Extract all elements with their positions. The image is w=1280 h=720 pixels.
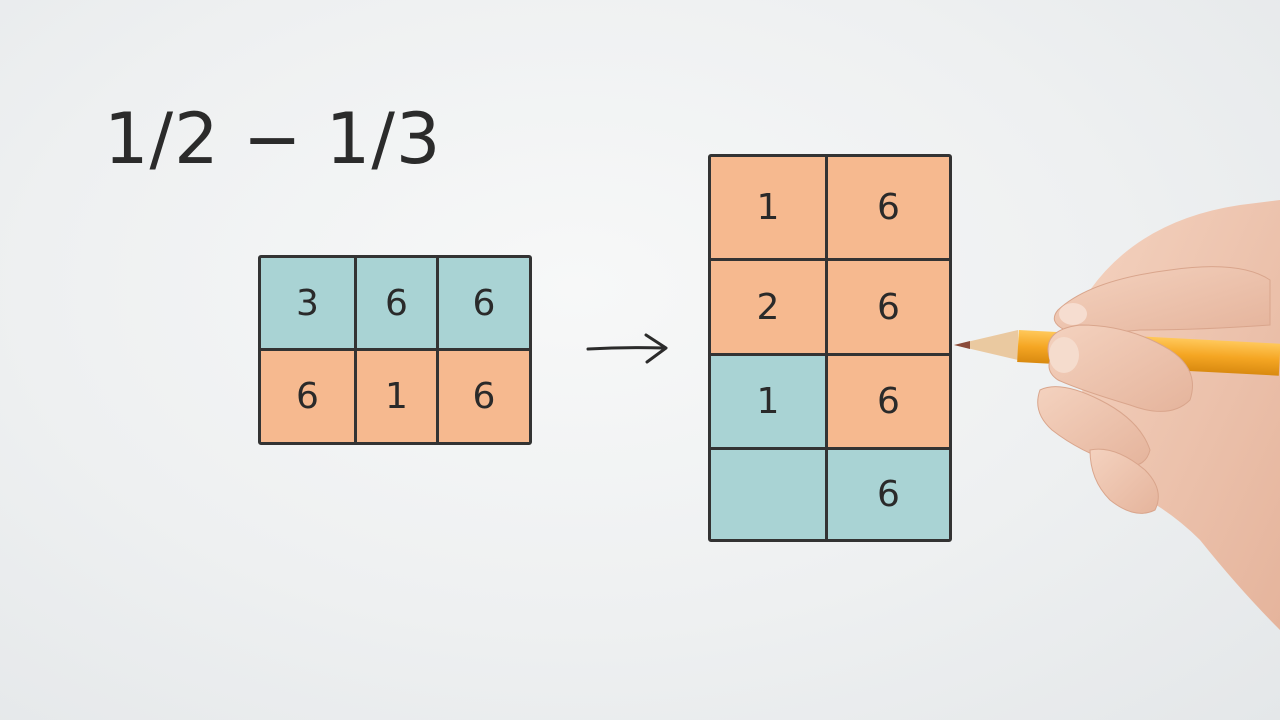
right-grid-cell: 6 [828, 157, 949, 261]
right-grid-cell: 1 [711, 356, 828, 450]
right-grid-cell: 6 [828, 261, 949, 356]
left-grid-cell: 1 [357, 351, 439, 442]
right-arrow-icon [586, 333, 668, 364]
left-grid-cell: 6 [261, 351, 357, 442]
right-grid-cell: 6 [828, 450, 949, 539]
left-grid-cell: 6 [439, 258, 529, 351]
left-grid-cell: 6 [439, 351, 529, 442]
right-grid-cell: 6 [828, 356, 949, 450]
right-fraction-grid: 1 6 2 6 1 6 6 [708, 154, 952, 542]
fraction-expression: 1/2 − 1/3 [104, 98, 442, 180]
hand-with-pencil [954, 200, 1280, 630]
right-grid-cell: 1 [711, 157, 828, 261]
left-fraction-grid: 3 6 6 6 1 6 [258, 255, 532, 445]
right-grid-cell [711, 450, 828, 539]
right-grid-cell: 2 [711, 261, 828, 356]
left-grid-cell: 6 [357, 258, 439, 351]
left-grid-cell: 3 [261, 258, 357, 351]
